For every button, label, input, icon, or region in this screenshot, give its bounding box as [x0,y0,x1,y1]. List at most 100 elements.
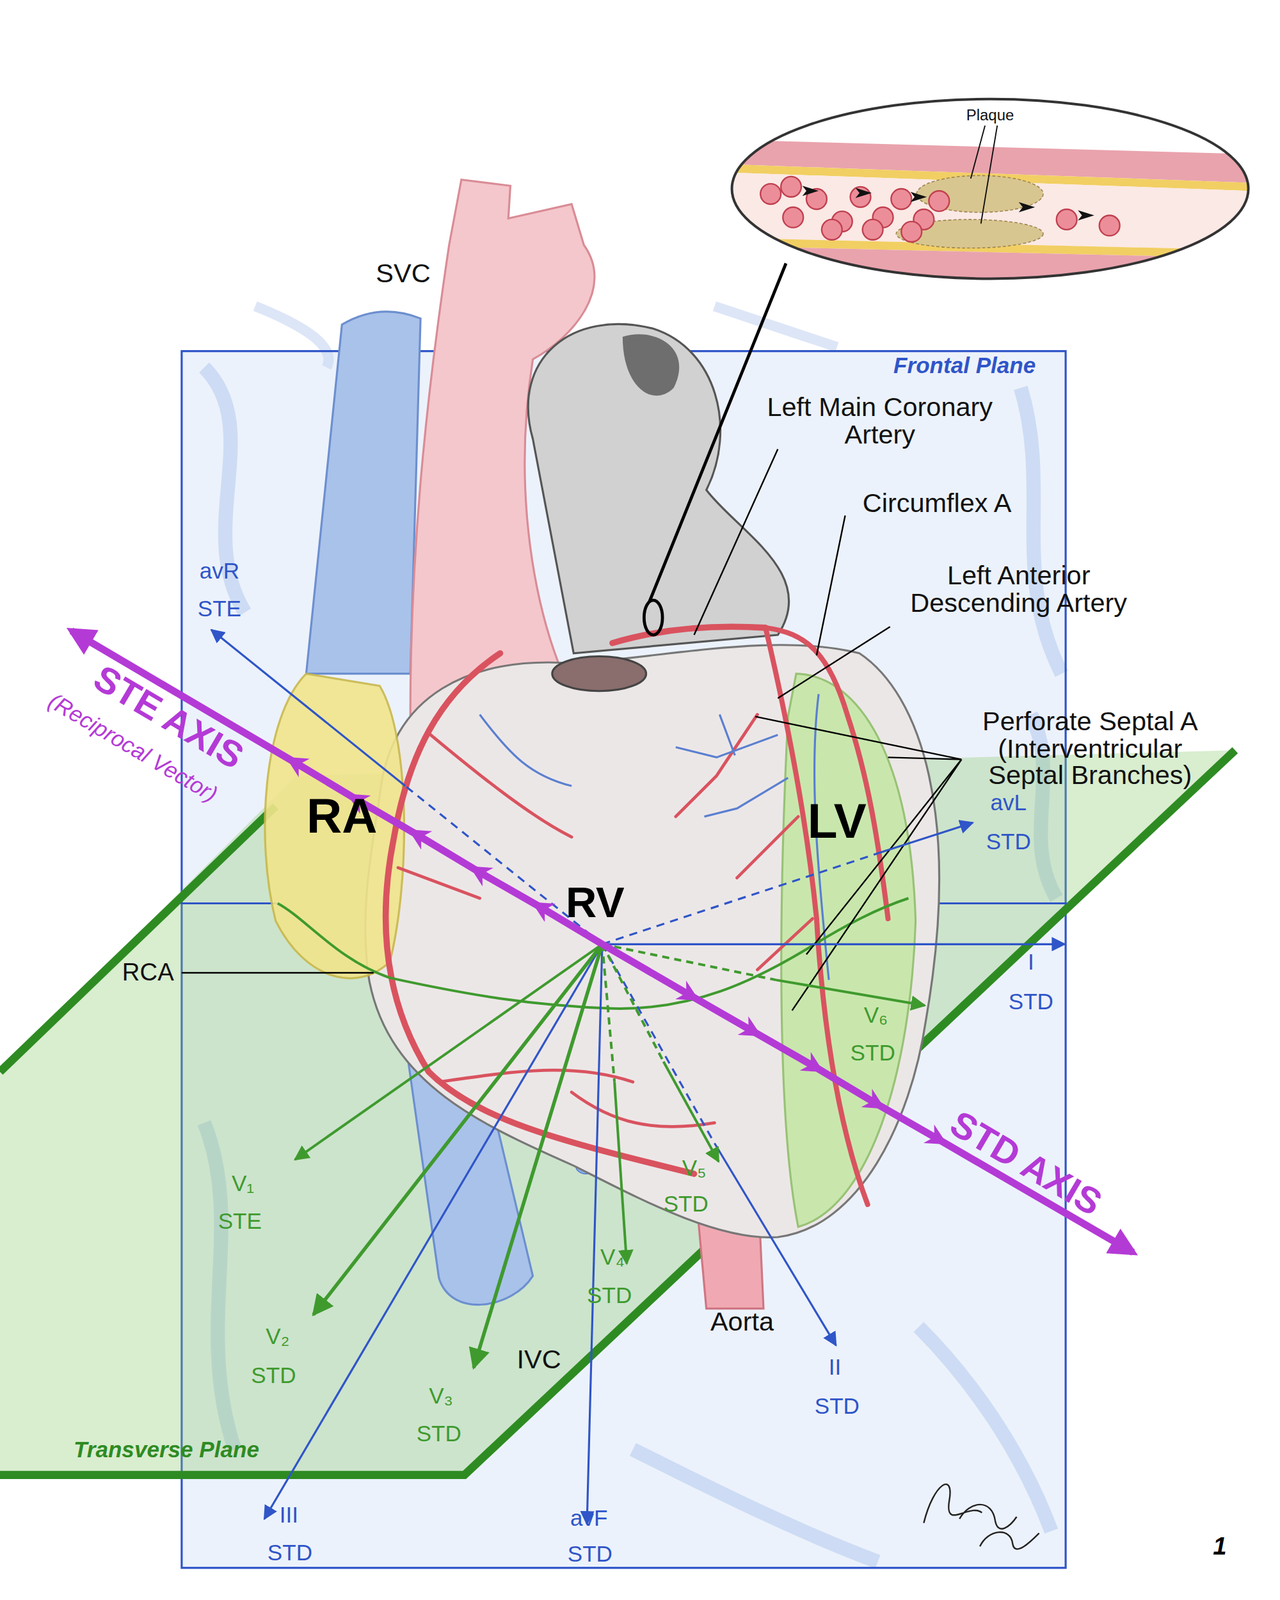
precordial-vector [295,944,925,1368]
precordial-vector [602,944,776,980]
blood-cell [780,176,802,198]
coronary-artery [385,653,695,1174]
lead-vector [405,785,603,944]
lead-vector [878,822,973,854]
precordial-vector [663,1061,719,1162]
lead-vector [602,943,1065,946]
coronary-artery [612,626,766,644]
st-axis [71,631,1134,1253]
lead-vector [586,944,603,1524]
heart-body [264,673,405,979]
precordial-vector [602,944,615,1082]
frontal-shading [255,305,838,368]
coronary-artery [765,627,888,920]
lead-vector [714,1143,836,1346]
precordial-vector [295,944,603,1160]
blood-cell [782,207,804,228]
blood-cell [901,221,922,242]
blood-cell [821,219,843,240]
inset-border [732,99,1249,280]
lead-vector [602,944,715,1144]
plane-surface [0,750,1236,1475]
flow-arrowhead [1018,202,1036,213]
magnified-artery-inset-outline [729,97,1250,281]
great-vessel [408,1061,534,1305]
lead-name: avR [199,560,240,584]
great-vessel [576,1157,597,1175]
leader-line [777,626,890,699]
leader-line [970,125,998,224]
blood-cell [1056,209,1078,230]
lead-name: III [279,1504,299,1528]
precordial-vector [602,944,664,1062]
coronary-artery [765,627,868,1205]
lead-vector [602,853,879,944]
transverse-plane-outline [0,750,1236,1475]
coronary-artery [385,626,889,1205]
st-change: STE [197,597,242,621]
lead-vector [211,629,1065,1524]
heart-body [264,645,939,1238]
heart-body [781,673,916,1227]
st-change: STD [1008,990,1054,1014]
lead-name: avF [570,1507,608,1531]
coronary-artery [398,714,813,1127]
blood-cell [928,190,950,212]
precordial-vector [313,944,603,1315]
lead-name: I [1027,951,1035,975]
st-axis [71,631,603,945]
plane-edge [0,750,1236,1475]
leader-line [755,716,962,1011]
node-title: Plaque [966,107,1015,124]
node-title: Transverse Plane [73,1437,260,1462]
st-change: STD [567,1543,613,1567]
blood-cell [862,219,884,240]
lumen [729,172,1250,251]
lead-vector [264,944,603,1519]
heart-body [552,656,647,692]
leader-line [694,449,779,635]
plane-intersection [180,902,278,905]
precordial-vector [614,1082,627,1264]
occlusion-site [648,263,786,603]
plane-intersection [906,902,1067,905]
artery-name: Left Main Coronary Artery [757,393,1003,448]
plane-intersection [277,898,909,1009]
st-axis [602,944,1133,1253]
plane-intersection [277,898,909,1009]
st-change: STD [814,1395,860,1419]
leader-line [816,515,846,656]
magnified-artery-inset: Plaque [729,97,1250,281]
axis-subtitle: (Reciprocal Vector) [44,689,221,808]
great-vessel [305,311,421,674]
axis-title: STD AXIS [944,1104,1108,1223]
transverse-plane: Transverse Plane [0,750,1236,1475]
great-vessel [528,324,790,654]
flow-arrowhead [1077,210,1095,221]
plaque-deposit [916,175,1044,212]
precordial-vector [775,979,925,1006]
precordial-vector [473,944,603,1368]
blood-cell [890,188,912,210]
artery-section [729,97,1250,292]
great-vessel [622,334,680,396]
vessel-name: SVC [375,259,431,287]
lead-vector [211,629,406,786]
artist-signature [923,1484,1039,1549]
heart-body [365,645,940,1238]
blood-cell [760,183,781,205]
node-title: Frontal Plane [893,353,1036,378]
plaque-deposit [896,219,1044,249]
blood-cell [1099,215,1120,237]
cardiac-vein [480,694,829,981]
occlusion-site [643,263,786,635]
cardiac-vein [480,694,829,981]
occlusion-site [643,600,663,635]
plane-intersection [180,903,1067,905]
vessel-name: Aorta [710,1308,774,1336]
leader-line [181,449,962,1011]
great-vessel [305,179,789,1309]
page-number: 1 [1212,1534,1227,1560]
lead-name: II [828,1356,842,1380]
great-vessel [410,179,595,715]
